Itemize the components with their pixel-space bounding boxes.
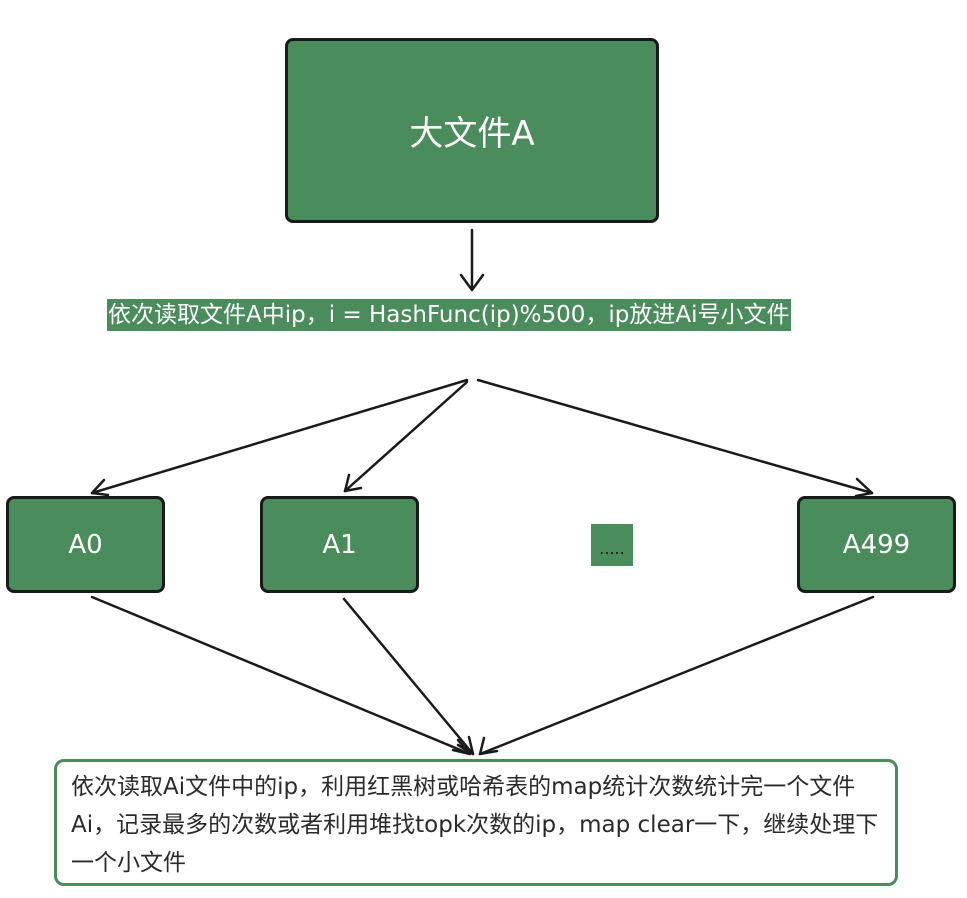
- file-node-a1-label: A1: [322, 529, 357, 560]
- arrowhead-step-to-a1: [343, 473, 363, 493]
- arrowhead-step-to-a0: [90, 478, 110, 497]
- file-node-a1: A1: [260, 496, 419, 593]
- result-box: 依次读取Ai文件中的ip，利用红黑树或哈希表的map统计次数统计完一个文件Ai，…: [54, 759, 898, 886]
- big-file-node: 大文件A: [285, 38, 659, 223]
- file-node-a0: A0: [6, 496, 165, 593]
- ellipsis-node: .....: [591, 524, 633, 566]
- arrow-step-to-a1: [343, 380, 469, 493]
- ellipsis-label: .....: [599, 539, 625, 558]
- arrow-step-to-a0: [90, 378, 469, 495]
- arrow-a499-to-result: [478, 595, 875, 756]
- result-text: 依次读取Ai文件中的ip，利用红黑树或哈希表的map统计次数统计完一个文件Ai，…: [71, 774, 879, 876]
- file-node-a499: A499: [797, 496, 956, 593]
- hash-step-text: 依次读取文件A中ip，i = HashFunc(ip)%500，ip放进Ai号小…: [107, 299, 791, 331]
- big-file-label: 大文件A: [409, 114, 535, 154]
- arrow-a0-to-result: [90, 595, 472, 756]
- arrow-step-to-a499: [476, 378, 874, 495]
- arrowhead-a499-to-result: [478, 736, 499, 756]
- hash-step-label: 依次读取文件A中ip，i = HashFunc(ip)%500，ip放进Ai号小…: [107, 296, 827, 334]
- arrowhead-a1-to-result: [456, 735, 475, 756]
- arrowhead-step-to-a499: [854, 477, 874, 498]
- arrowhead-top-to-step: [459, 273, 485, 292]
- file-node-a0-label: A0: [68, 529, 103, 560]
- file-node-a499-label: A499: [842, 529, 911, 560]
- arrow-a1-to-result: [342, 597, 475, 756]
- arrowhead-a0-to-result: [451, 738, 472, 756]
